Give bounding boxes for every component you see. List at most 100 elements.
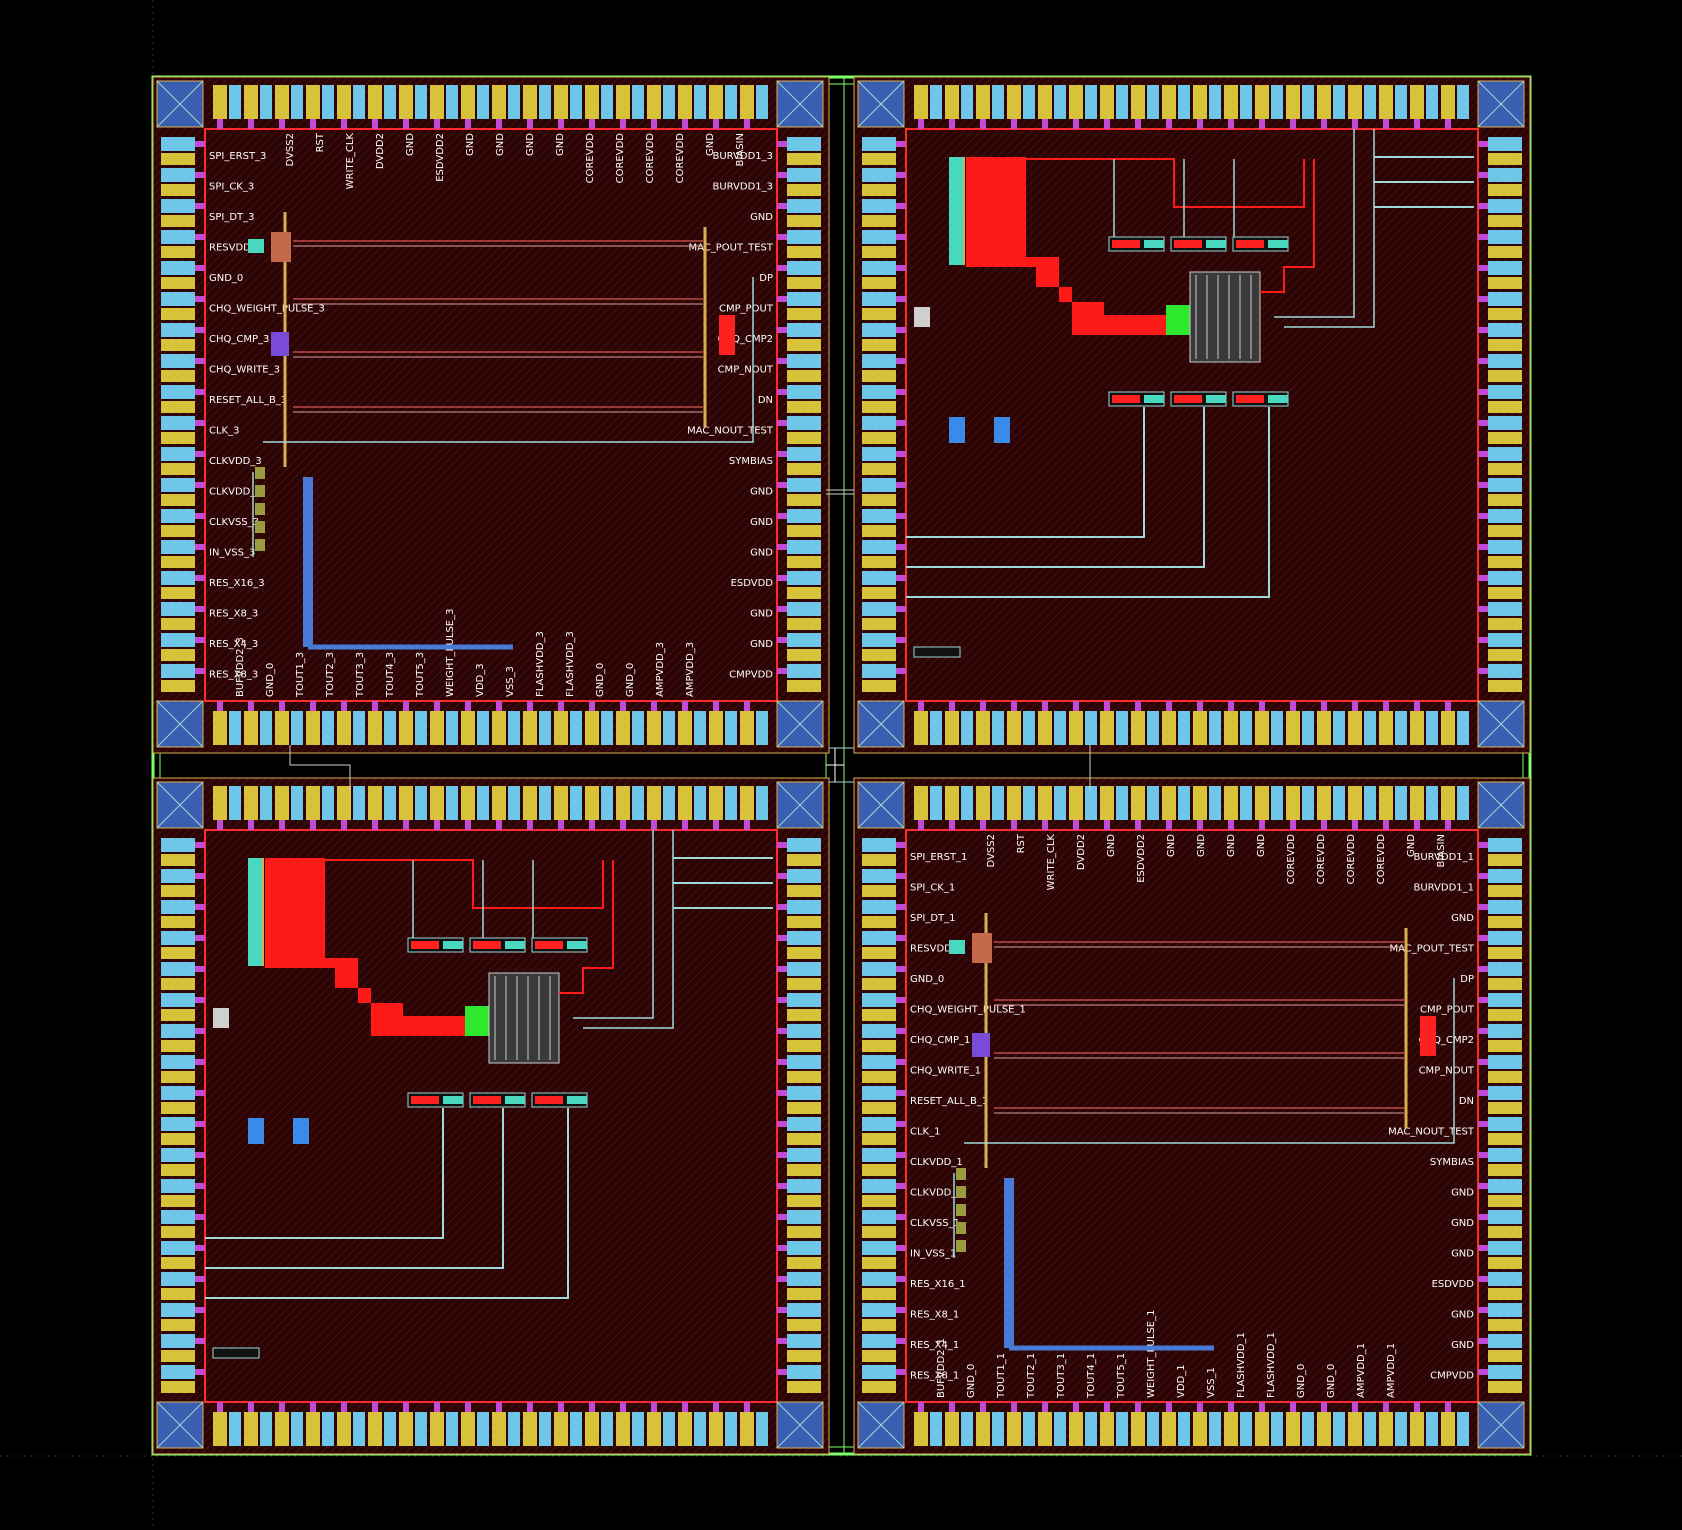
io-pad-esd [787,993,821,1007]
io-pad [1100,711,1114,745]
test-structure [913,646,961,658]
pad-connector [1478,513,1488,519]
pin-label: WRITE_CLK [345,133,356,190]
output-bus [1004,1178,1014,1348]
pad-connector [527,820,533,830]
io-pad [1488,153,1522,165]
pad-connector [195,873,205,879]
io-pad [1224,85,1238,119]
io-pad-esd [1147,1412,1159,1446]
io-pad-esd [161,137,195,151]
pad-connector [195,1090,205,1096]
cmp-block [271,332,289,356]
io-pad [368,711,382,745]
io-pad [244,1412,258,1446]
pad-connector [896,1369,906,1375]
io-pad-esd [1333,1412,1345,1446]
io-pad-esd [260,711,272,745]
pad-connector [1166,701,1172,711]
io-pad-esd [1488,664,1522,678]
io-pad-esd [161,1241,195,1255]
io-pad [862,432,896,444]
io-pad-esd [161,447,195,461]
io-pad [275,1412,289,1446]
pin-label: CLKVSS_1 [910,1218,960,1229]
io-pad-esd [291,711,303,745]
io-pad [787,1009,821,1021]
io-pad [161,1102,195,1114]
device-gate [473,1096,501,1104]
pad-connector [777,842,787,848]
io-pad-esd [1488,1179,1522,1193]
pin-label: ESDVDD2 [435,133,446,182]
io-pad [1069,85,1083,119]
pad-connector [777,420,787,426]
pin-label: CLK_3 [209,426,239,437]
io-pad-esd [1488,838,1522,852]
io-pad [787,184,821,196]
route [205,1108,444,1239]
pad-connector [558,701,564,711]
io-pad-esd [862,509,896,523]
io-pad-esd [1271,85,1283,119]
io-pad [1488,649,1522,661]
io-pad-esd [1085,711,1097,745]
io-pad [554,85,568,119]
pin-label: SPI_CK_3 [209,182,254,193]
pin-label: GND [1451,1218,1474,1229]
seal-ring [151,75,1532,1456]
io-pad [1379,85,1393,119]
pin-label: GND_0 [265,663,276,697]
io-pad-esd [1147,786,1159,820]
cap-device [949,417,965,443]
io-pad [1488,432,1522,444]
io-pad-esd [787,931,821,945]
io-pad [1488,587,1522,599]
io-pad [787,153,821,165]
pad-connector [896,1183,906,1189]
io-pad [1488,1288,1522,1300]
io-pad-esd [601,786,613,820]
io-pad-esd [787,869,821,883]
io-pad-esd [161,900,195,914]
pad-connector [896,668,906,674]
pin-label: GND [1451,1249,1474,1260]
pad-connector [195,141,205,147]
io-pad-esd [862,261,896,275]
io-pad [1255,1412,1269,1446]
pad-connector [620,119,626,129]
pin-label: CMP_NOUT [1419,1066,1475,1077]
clk-cell [956,1222,966,1234]
io-pad-esd [862,900,896,914]
io-pad-esd [632,786,644,820]
io-pad-esd [862,1210,896,1224]
io-pad [678,786,692,820]
io-pad-esd [1488,416,1522,430]
io-pad-esd [1209,1412,1221,1446]
io-pad [492,786,506,820]
io-pad-esd [862,168,896,182]
pad-connector [589,701,595,711]
die-area [153,77,829,753]
io-pad-esd [601,85,613,119]
pad-connector [195,482,205,488]
io-pad [976,85,990,119]
pad-connector [777,1059,787,1065]
pin-label: ESDVDD2 [1136,834,1147,883]
io-pad [1488,916,1522,928]
io-pad [787,556,821,568]
pin-label: GND_0 [1326,1364,1337,1398]
pad-connector [896,234,906,240]
io-pad [430,85,444,119]
io-pad [787,916,821,928]
io-pad-esd [446,786,458,820]
io-pad [787,432,821,444]
io-pad-esd [260,786,272,820]
io-pad [787,1040,821,1052]
pad-connector [248,820,254,830]
pad-connector [896,904,906,910]
io-pad [787,854,821,866]
pad-connector [1073,820,1079,830]
io-pad [1488,525,1522,537]
